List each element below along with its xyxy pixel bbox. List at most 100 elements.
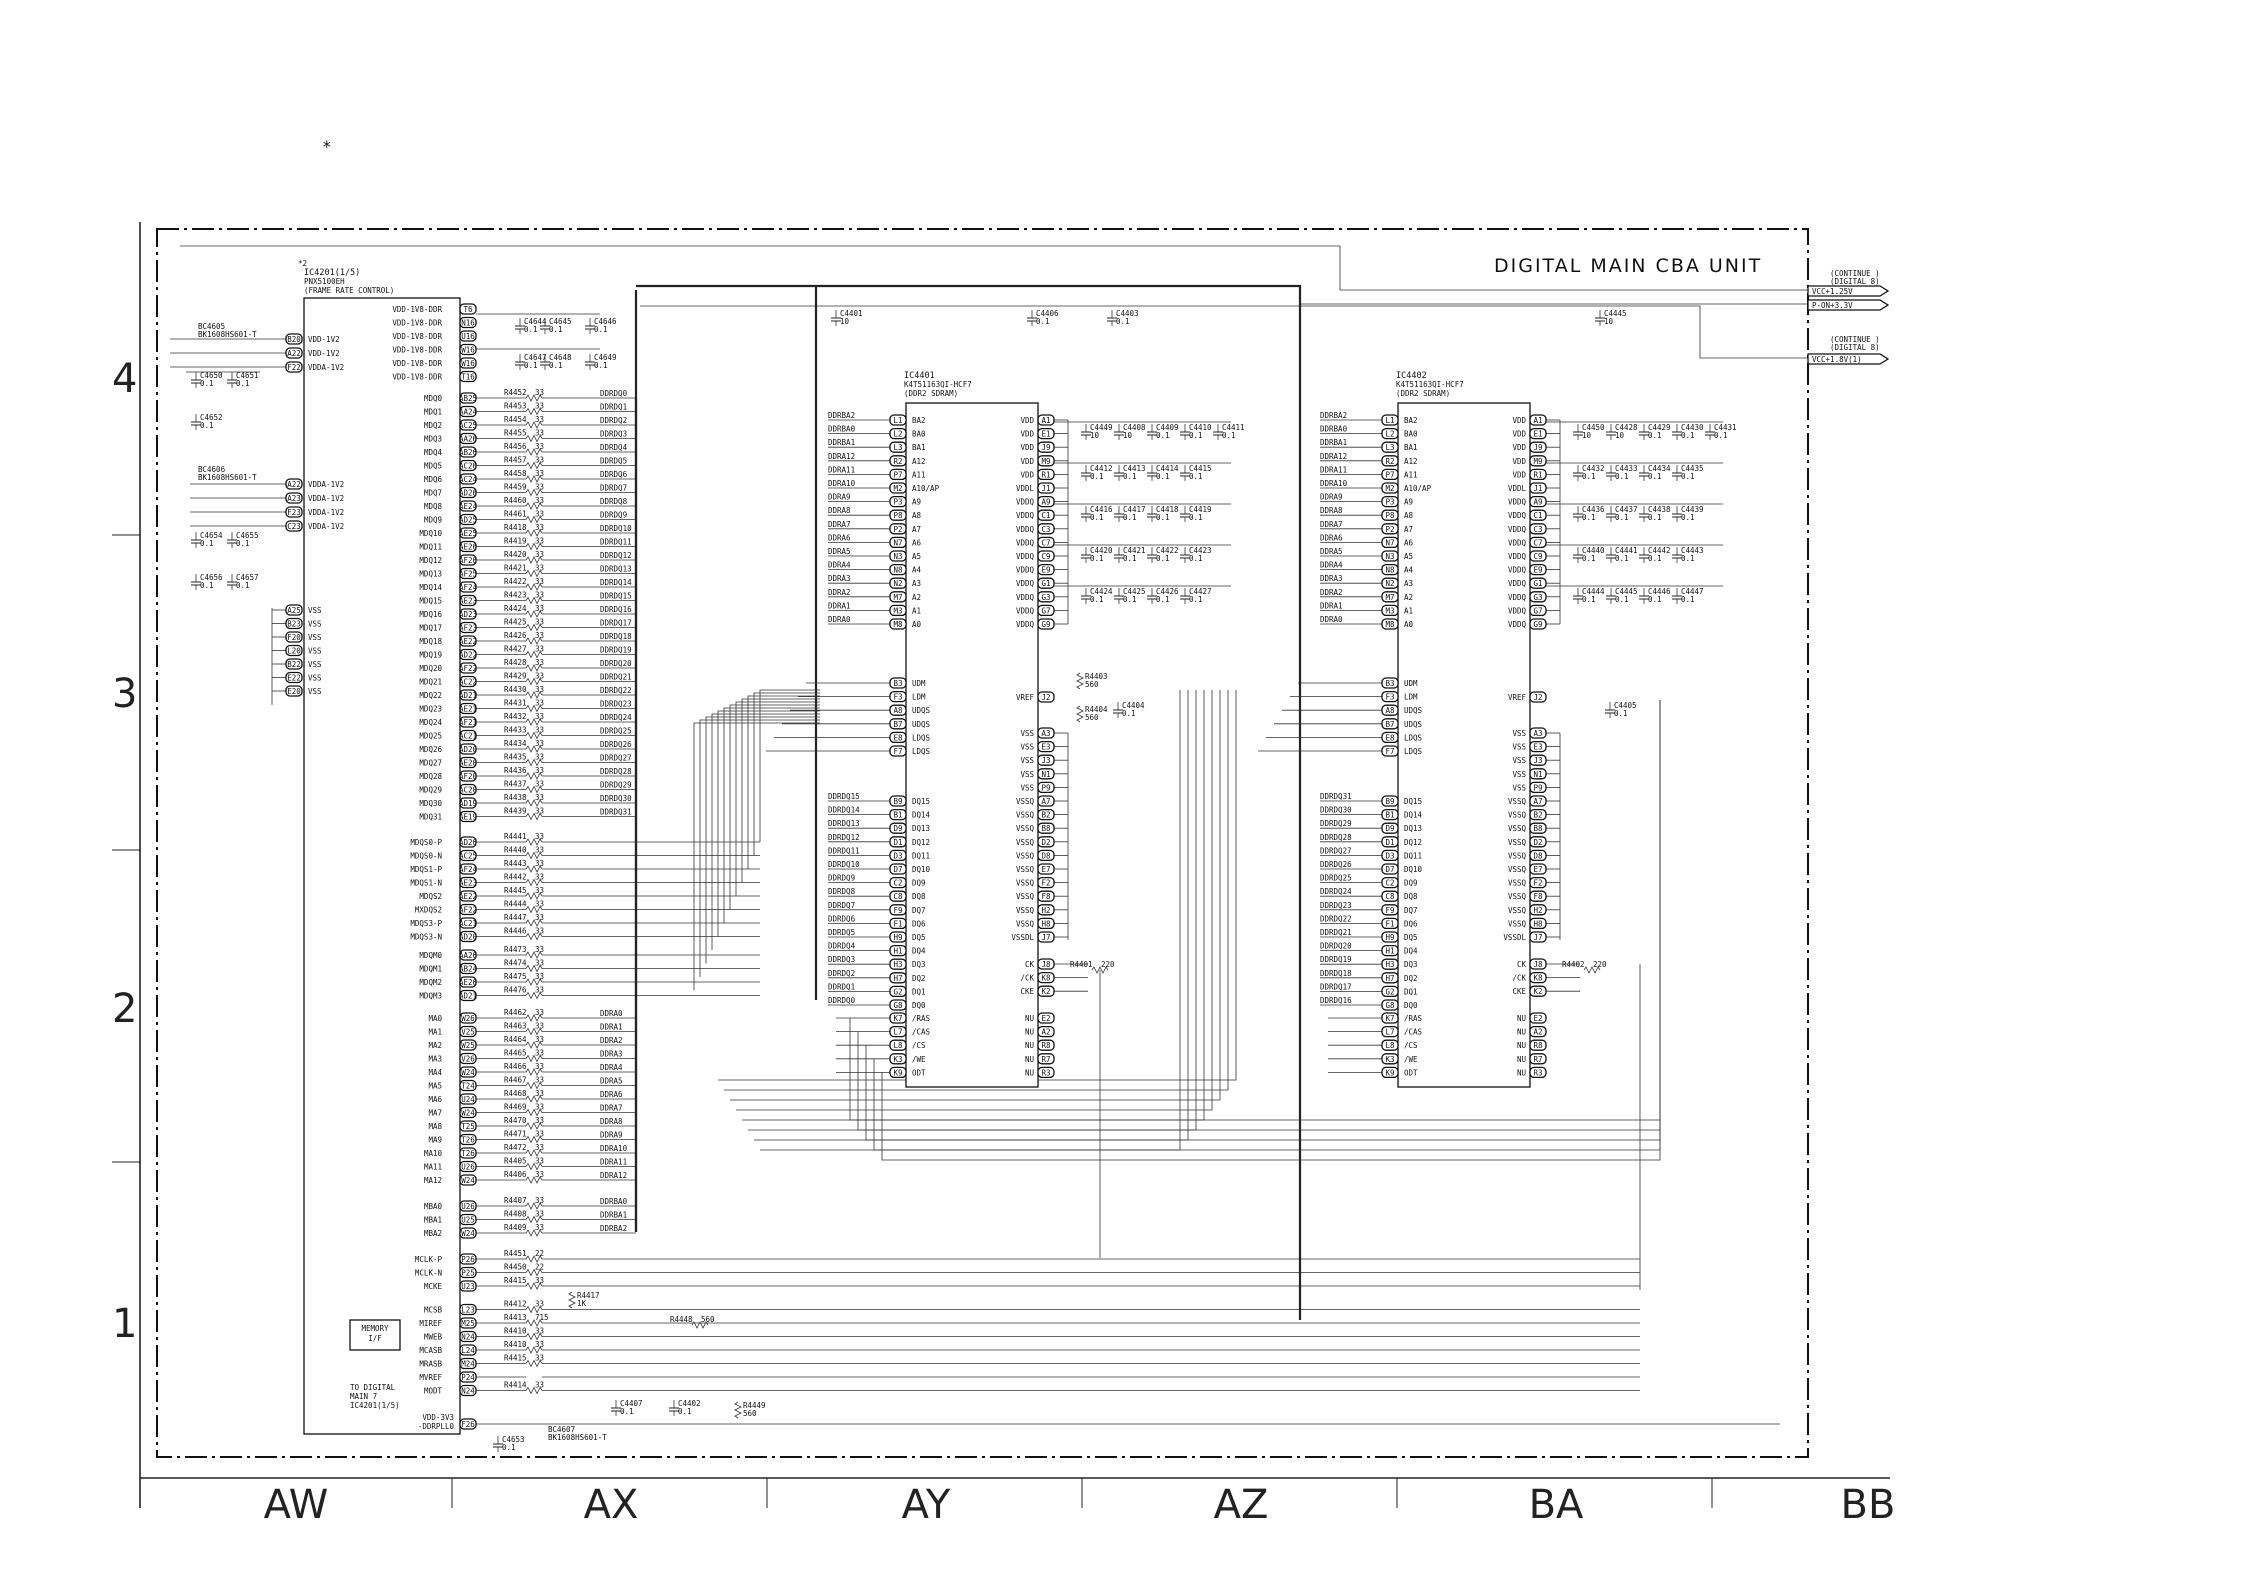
pin-number: C1 <box>1533 511 1542 520</box>
resistor-ref: R4460 <box>504 496 527 505</box>
resistor-ref: R4476 <box>504 986 527 995</box>
pin-ball <box>459 581 477 593</box>
sdram-pin-name: DQ12 <box>912 838 930 847</box>
pin-ball <box>889 718 907 730</box>
resistor-ref: R4452 <box>504 388 527 397</box>
memory-note: TO DIGITAL <box>350 1383 396 1392</box>
sdram-pin-name: VSSQ <box>1016 906 1035 915</box>
pin-number: AA26 <box>459 951 478 960</box>
ic4201-signal-pin: MDQ26 <box>419 745 442 754</box>
pin-number: V26 <box>461 1055 475 1064</box>
sdram-net-label: DDRDQ21 <box>1320 928 1352 937</box>
ic4201-left-pin-name: VDD-1V2 <box>308 349 340 358</box>
sdram-pin-name: LDQS <box>912 733 931 742</box>
pin-ball <box>889 509 907 521</box>
ic4201-signal-pin: MDQS0-P <box>410 838 442 847</box>
connector-net: VCC+1.25V <box>1812 287 1853 296</box>
pin-ball <box>459 621 477 634</box>
sdram-net-label: DDRDQ27 <box>1320 846 1352 855</box>
pin-ball <box>459 1317 477 1329</box>
pin-number: F23 <box>287 508 301 517</box>
sdram-net-label: DDRA9 <box>1320 493 1343 502</box>
sdram-pin-name: NU <box>1025 1028 1034 1037</box>
pin-number: AD26 <box>459 838 478 847</box>
resistor-ref: R4408 <box>504 1210 527 1219</box>
resistor-value: 33 <box>535 1196 544 1205</box>
pin-number: N7 <box>893 538 902 547</box>
resistor-value: 560 <box>701 1315 715 1324</box>
dqs-route-b <box>736 690 1213 1111</box>
sdram-pin-name: A1 <box>1404 606 1413 615</box>
pin-ball <box>459 930 477 943</box>
capacitor-value: 0.1 <box>1189 554 1203 563</box>
connector-note: (CONTINUE ) <box>1830 335 1880 344</box>
ic4201-signal-pin: MDQ2 <box>424 421 442 430</box>
vss-pin-name: VSS <box>308 687 322 696</box>
sdram-pin-name: BA2 <box>1404 416 1418 425</box>
capacitor-value: 0.1 <box>1116 317 1130 326</box>
capacitor-ref: C4433 <box>1615 464 1638 473</box>
pin-number: B7 <box>1385 720 1394 729</box>
resistor-symbol <box>525 758 543 767</box>
capacitor-ref: C4422 <box>1156 546 1179 555</box>
capacitor-ref: C4650 <box>200 371 223 380</box>
capacitor-value: 0.1 <box>1090 595 1104 604</box>
resistor-ref: R4406 <box>504 1170 527 1179</box>
pin-number: J2 <box>1533 693 1542 702</box>
resistor-value: 33 <box>535 442 544 451</box>
pin-ball <box>459 513 477 526</box>
pin-number: G3 <box>1533 593 1542 602</box>
sdram-net-label: DDRDQ22 <box>1320 914 1352 923</box>
pin-number: AD21 <box>459 992 477 1001</box>
pin-ball <box>1381 731 1399 744</box>
pin-number: G7 <box>1533 606 1542 615</box>
net-label: DDRDQ0 <box>600 389 628 398</box>
pin-ball <box>459 1344 477 1356</box>
sdram-pin-name: UDM <box>1404 679 1418 688</box>
ic4201-signal-pin: MDQ3 <box>424 435 442 444</box>
bead-ref: BC4607 <box>548 1425 575 1434</box>
sdram-pin-name: /CS <box>1404 1041 1418 1050</box>
vss-pin-name: VSS <box>308 620 322 629</box>
pin-number: N3 <box>1385 552 1394 561</box>
ic4201-signal-pin: MBA0 <box>424 1202 443 1211</box>
resistor-symbol <box>525 1041 543 1049</box>
resistor-ref: R4474 <box>504 959 527 968</box>
resistor-ref: R4440 <box>504 846 527 855</box>
capacitor-ref: C4413 <box>1123 464 1146 473</box>
resistor-ref: R4433 <box>504 726 527 735</box>
sdram-net-label: DDRDQ11 <box>828 846 860 855</box>
sdram-pin-name: VSS <box>1512 756 1526 765</box>
pin-ball <box>459 473 477 485</box>
sdram-pin-name: A8 <box>1404 511 1414 520</box>
ic4201-signal-pin: MDQ18 <box>419 637 442 646</box>
ic4201-power-pin-name: VDD-1V8-DDR <box>392 373 442 382</box>
resistor-value: 33 <box>535 1116 544 1125</box>
bead-ref: BC4606 <box>198 465 226 474</box>
resistor-ref: R4432 <box>504 712 527 721</box>
pin-ball <box>459 1266 477 1279</box>
pin-ball <box>459 635 477 647</box>
capacitor-ref: C4419 <box>1189 505 1212 514</box>
net-label: DDRDQ23 <box>600 700 632 709</box>
pin-ball <box>459 675 477 688</box>
resistor-symbol <box>1091 966 1109 974</box>
pin-ball <box>1529 468 1547 481</box>
pin-ball <box>1529 822 1547 834</box>
sdram-net-label: DDRDQ10 <box>828 860 860 869</box>
pin-number: A3 <box>1533 729 1542 738</box>
sdram-pin-name: VDDQ <box>1508 511 1527 520</box>
pin-number: D3 <box>893 851 902 860</box>
pin-ball <box>1037 455 1055 467</box>
resistor-symbol <box>525 664 543 672</box>
capacitor-value: 0.1 <box>1582 554 1596 563</box>
sdram-pin-name: DQ14 <box>912 811 931 820</box>
pin-number: A2 <box>1041 1028 1050 1037</box>
sdram-pin-name: A8 <box>912 511 922 520</box>
pin-ball <box>459 330 477 342</box>
resistor-symbol <box>525 448 543 456</box>
pin-ball <box>1529 691 1547 703</box>
sdram-pin-name: DQ15 <box>1404 797 1422 806</box>
resistor-symbol <box>525 1149 543 1157</box>
resistor-ref: R4453 <box>504 402 527 411</box>
